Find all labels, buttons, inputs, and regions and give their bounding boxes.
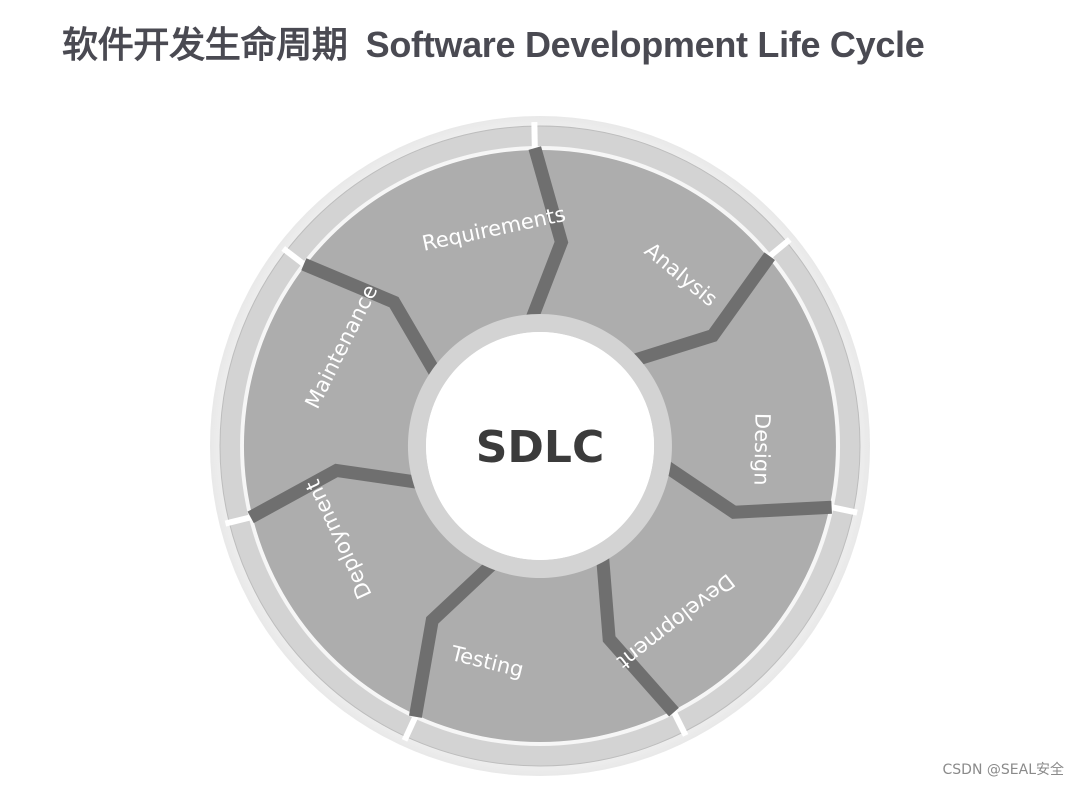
rim-gap [281,246,308,268]
phase-dividers [247,146,832,718]
page-title: 软件开发生命周期 Software Development Life Cycle [62,18,925,72]
phase-divider [409,558,498,718]
center-disc [426,332,654,560]
phase-divider [660,460,832,519]
title-english: Software Development Life Cycle [365,24,925,65]
title-chinese: 软件开发生命周期 [62,25,348,66]
rim-gap [829,503,858,516]
outer-rim-edge [219,125,861,767]
center-label: SDLC [476,422,605,473]
phase-divider [247,463,421,524]
rim-gap [766,237,792,260]
phase-divider [301,258,442,378]
rim-gap [224,513,254,527]
phase-divider [630,252,775,367]
phase-divider [525,146,569,323]
watermark: CSDN @SEAL安全 [942,762,1064,778]
phase-label-design: Design [749,413,774,486]
phase-divider [595,554,679,717]
rim-gap [670,709,689,737]
rim-gap [401,713,419,742]
